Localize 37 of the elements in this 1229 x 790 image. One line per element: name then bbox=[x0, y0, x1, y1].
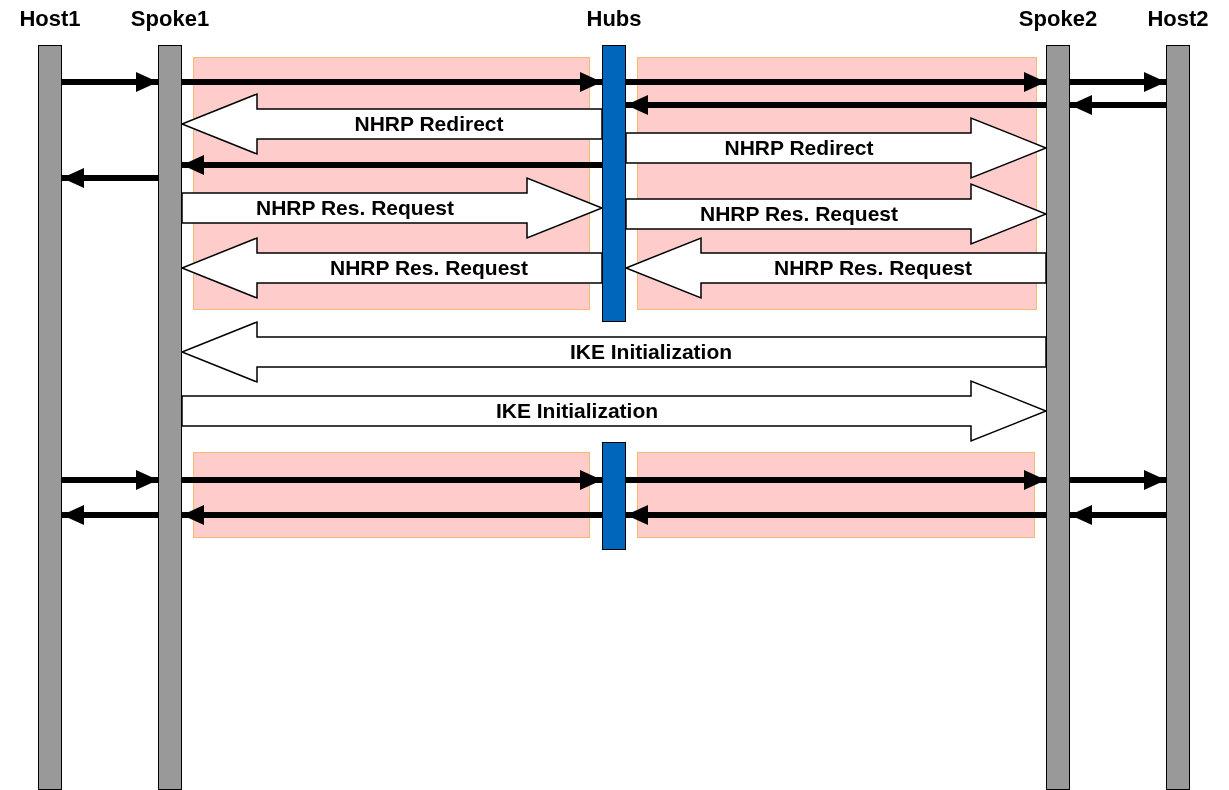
lifeline-label: Host1 bbox=[19, 6, 81, 32]
edge-label: NHRP Res. Request bbox=[700, 202, 898, 226]
lifeline-label: Host2 bbox=[1147, 6, 1209, 32]
arrow bbox=[1070, 505, 1166, 525]
arrow bbox=[182, 470, 602, 490]
arrow bbox=[626, 95, 1046, 115]
block-arrow bbox=[624, 236, 1047, 300]
arrow bbox=[1070, 72, 1166, 92]
edge-label: NHRP Res. Request bbox=[256, 196, 454, 220]
lifeline-label: Spoke2 bbox=[1018, 6, 1098, 32]
lifeline-label: Hubs bbox=[586, 6, 642, 32]
arrow bbox=[62, 505, 158, 525]
edge-label: NHRP Redirect bbox=[354, 112, 504, 136]
arrow bbox=[182, 155, 602, 175]
arrow bbox=[626, 470, 1046, 490]
block-arrow bbox=[180, 236, 603, 300]
edge-label: NHRP Redirect bbox=[724, 136, 874, 160]
edge-label: NHRP Res. Request bbox=[330, 256, 528, 280]
block-arrow bbox=[181, 176, 604, 240]
arrow bbox=[1070, 95, 1166, 115]
arrow bbox=[62, 168, 158, 188]
edge-label: NHRP Res. Request bbox=[774, 256, 972, 280]
block-arrow bbox=[625, 116, 1048, 180]
block-arrow bbox=[181, 379, 1048, 443]
arrow bbox=[62, 72, 158, 92]
arrow bbox=[1070, 470, 1166, 490]
arrow bbox=[626, 72, 1046, 92]
block-arrow bbox=[625, 182, 1048, 246]
arrow bbox=[626, 505, 1046, 525]
lifeline-label: Spoke1 bbox=[130, 6, 210, 32]
arrow bbox=[182, 72, 602, 92]
edge-label: IKE Initialization bbox=[569, 340, 733, 364]
edge-label: IKE Initialization bbox=[495, 399, 659, 423]
arrow bbox=[182, 505, 602, 525]
block-arrow bbox=[180, 92, 603, 156]
block-arrow bbox=[180, 320, 1047, 384]
arrow bbox=[62, 470, 158, 490]
